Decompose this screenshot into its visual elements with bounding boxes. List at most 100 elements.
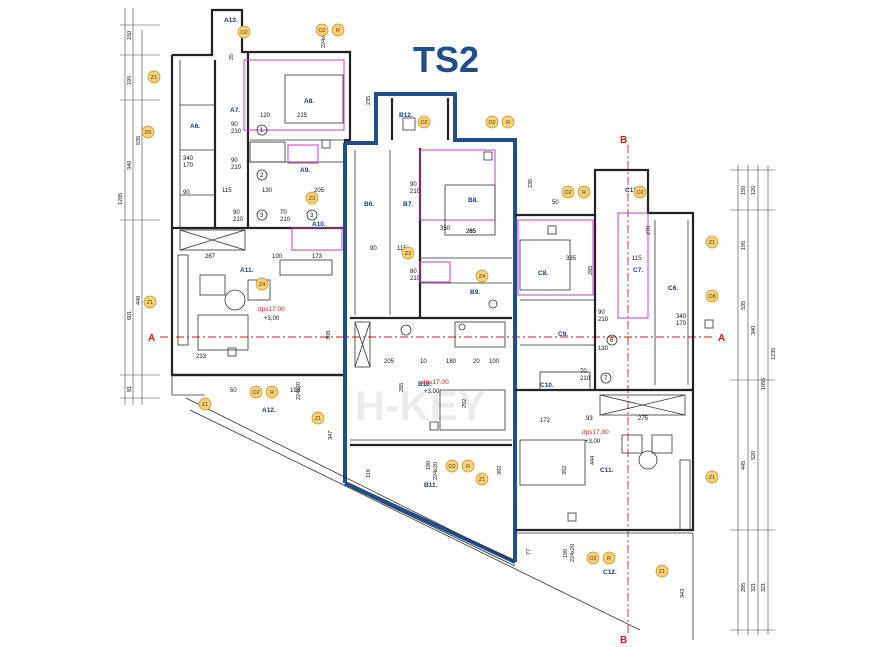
door-c-2: 7 — [604, 376, 608, 382]
zone-tag-z4: Z4 — [475, 269, 489, 283]
dim-left-3: 340 — [127, 161, 133, 170]
svg-text:Z1: Z1 — [315, 416, 321, 422]
dim-c-10: 70 — [580, 369, 587, 375]
unit-c-furniture — [517, 212, 673, 486]
svg-text:O2: O2 — [589, 556, 596, 562]
dim-a-8: 115 — [222, 188, 232, 194]
dim-b-19: 224x20 — [433, 462, 439, 480]
svg-text:R: R — [270, 390, 274, 396]
dim-c-2: 285 — [588, 266, 594, 275]
dim-b-17: 119 — [366, 469, 372, 478]
dim-a-25: 308 — [326, 331, 332, 340]
dim-a-20: 224x20 — [296, 382, 302, 400]
room-a7: A7. — [230, 107, 240, 114]
left-dimension-lines: 150 195 340 601 81 1285 535 440 — [118, 8, 160, 405]
svg-text:O2: O2 — [252, 390, 259, 396]
zone-tag-d6: D6 — [141, 125, 155, 139]
svg-text:R: R — [466, 464, 470, 470]
svg-text:O2: O2 — [636, 190, 643, 196]
dim-a-4: 210 — [231, 129, 242, 135]
svg-text:Z1: Z1 — [147, 300, 153, 306]
dim-b-12: 100 — [489, 359, 500, 365]
zone-tag-r: R — [461, 459, 475, 473]
room-b12: B12. — [399, 112, 413, 119]
plan-title: TS2 — [413, 39, 479, 80]
svg-text:Z1: Z1 — [709, 240, 715, 246]
dim-a-11: 170 — [183, 163, 194, 169]
svg-text:O2: O2 — [240, 30, 247, 36]
dim-b-16: 392 — [497, 466, 503, 475]
dim-right-10: 321 — [761, 583, 767, 592]
svg-text:O2: O2 — [448, 464, 455, 470]
unit-b-furniture — [419, 149, 506, 431]
svg-text:Z1: Z1 — [202, 402, 208, 408]
dim-c-21: 50 — [552, 200, 559, 206]
right-dimension-lines: 195 535 340 445 520 1235 1055 295 321 32… — [730, 165, 777, 635]
zone-tag-o8: O8 — [705, 289, 719, 303]
unit-a-doors: 1 2 3 3 — [227, 124, 331, 357]
dim-b-11: 20 — [473, 359, 480, 365]
door-a-1: 1 — [260, 128, 264, 134]
unit-c-labels: C13. C6. C7. C8. C9. C10. C11. C12. dps1… — [526, 187, 687, 598]
dim-left-6: 1285 — [118, 193, 124, 205]
dim-right-6: 1235 — [771, 348, 777, 360]
zone-tag-z3: Z3 — [401, 246, 415, 260]
dim-b-1: 90 — [410, 182, 417, 188]
dim-c-11: 210 — [580, 376, 591, 382]
room-a12: A12. — [262, 407, 276, 414]
room-a11: A11. — [240, 267, 254, 274]
dim-b-10: 180 — [446, 359, 457, 365]
room-b9: B9. — [470, 289, 480, 296]
door-c-1: 6 — [610, 338, 614, 344]
dim-right-2: 535 — [741, 301, 747, 310]
dim-a-9: 130 — [262, 188, 273, 194]
dim-b-20: 347 — [328, 431, 334, 440]
zone-tag-z1: Z1 — [147, 70, 161, 84]
room-a10: A10. — [312, 221, 326, 228]
dim-b-7: 90 — [370, 246, 377, 252]
svg-text:O2: O2 — [488, 120, 495, 126]
dim-c-18: 224x20 — [570, 544, 576, 562]
dim-right-7: 1055 — [761, 378, 767, 390]
room-c6: C6. — [668, 285, 678, 292]
room-b11: B11. — [424, 482, 438, 489]
door-a-3: 3 — [260, 213, 264, 219]
dim-right-4: 445 — [741, 461, 747, 470]
dim-c-12: 172 — [540, 418, 551, 424]
dim-a-21: 25 — [229, 54, 235, 60]
svg-text:Z1: Z1 — [659, 569, 665, 575]
dim-right-1: 195 — [741, 241, 747, 250]
dim-a-7: 205 — [314, 188, 325, 194]
dim-b-8: 205 — [384, 359, 395, 365]
svg-text:Z1: Z1 — [479, 477, 485, 483]
dim-a-3: 215 — [297, 113, 308, 119]
svg-text:D6: D6 — [144, 130, 151, 136]
dim-left-5: 81 — [127, 386, 133, 392]
dim-a-1: 90 — [231, 122, 238, 128]
dim-c-7: 90 — [598, 310, 605, 316]
dim-b-4: 285 — [466, 229, 477, 235]
dim-c-8: 210 — [598, 317, 609, 323]
unit-c-doors: 6 7 — [547, 225, 714, 522]
dim-b-6: 210 — [410, 276, 421, 282]
svg-text:Z1: Z1 — [709, 475, 715, 481]
zone-tag-o2: O2 — [249, 385, 263, 399]
site-boundary-lines — [185, 397, 641, 631]
level-b-label: dps17.00 — [422, 379, 449, 386]
dim-a-24: 210 — [233, 217, 244, 223]
zone-tag-o2: O2 — [315, 23, 329, 37]
zone-tag-r: R — [602, 551, 616, 565]
zone-tag-o2: O2 — [485, 115, 499, 129]
dim-left-1: 150 — [127, 31, 133, 40]
dim-a-12: 267 — [205, 254, 216, 260]
room-b7: B7. — [403, 201, 413, 208]
zone-tag-z4: Z4 — [255, 277, 269, 291]
dim-a-23: 90 — [233, 210, 240, 216]
room-b8: B8. — [468, 197, 478, 204]
svg-text:O2: O2 — [420, 120, 427, 126]
room-a13: A13. — [224, 17, 238, 24]
dim-c-1: 335 — [566, 256, 577, 262]
